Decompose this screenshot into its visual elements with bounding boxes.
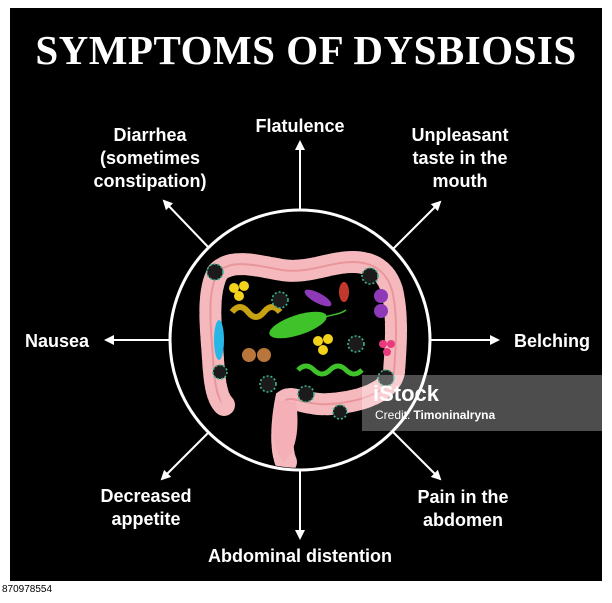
green-rod-bacterium: [269, 311, 327, 339]
purple-coccus: [374, 289, 388, 303]
rectum: [272, 400, 298, 462]
purple-rod-bacterium: [304, 289, 332, 307]
arrow-up-right: [391, 200, 442, 251]
yellow-cocci-cluster: [229, 281, 333, 355]
credit-label: Credit:: [375, 408, 411, 422]
green-spiral-bacterium: [296, 363, 364, 377]
symptom-unpleasant-taste: Unpleasant taste in the mouth: [411, 125, 509, 191]
symptom-abdominal-pain: Pain in the abdomen: [417, 487, 509, 530]
watermark-credit: Credit:TimoninaIryna: [375, 408, 495, 422]
arrow-down-right: [391, 430, 442, 481]
appendix: [216, 376, 232, 414]
watermark-logo: iStock: [373, 381, 440, 406]
yellow-spiral-bacterium: [229, 304, 283, 320]
cyan-rod-bacterium: [214, 320, 224, 360]
virus-particles: [206, 263, 395, 420]
pink-cocci-cluster: [379, 340, 395, 356]
symptom-nausea: Nausea: [24, 331, 90, 351]
page-title: SYMPTOMS OF DYSBIOSIS: [35, 27, 577, 73]
arrow-down-left: [160, 430, 211, 481]
symptom-decreased-appetite: Decreased appetite: [100, 486, 192, 529]
symptom-abdominal-distention: Abdominal distention: [208, 546, 392, 566]
symptom-flatulence: Flatulence: [255, 116, 345, 136]
arrow-up-left: [162, 199, 211, 250]
symptom-belching: Belching: [513, 331, 590, 351]
brown-cocci: [242, 348, 271, 362]
symptom-diarrhea: Diarrhea (sometimes constipation): [93, 125, 207, 191]
stock-id: 870978554: [2, 584, 53, 595]
watermark-banner: [362, 375, 612, 431]
credit-name: TimoninaIryna: [413, 408, 496, 422]
